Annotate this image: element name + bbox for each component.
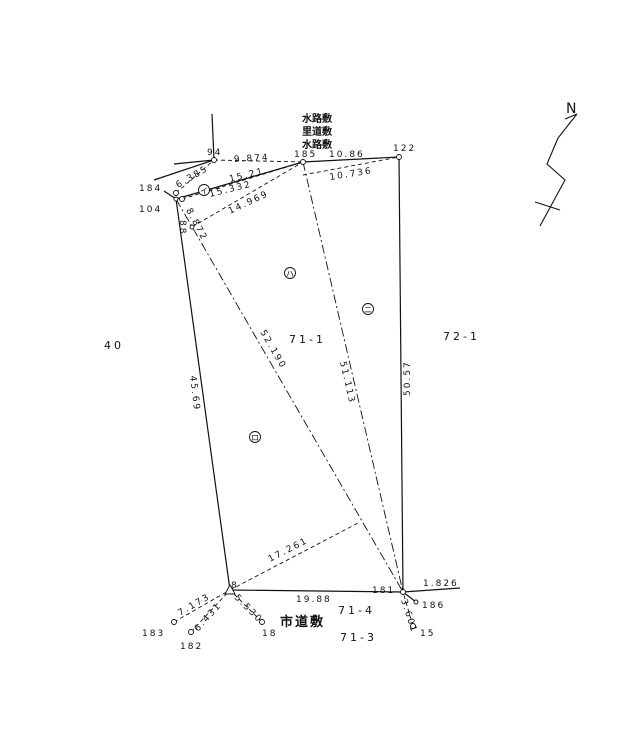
zone-label-ha: ハ bbox=[286, 270, 294, 279]
label-point-104: 104 bbox=[139, 205, 162, 215]
dist-5530: 5.530 bbox=[232, 593, 264, 625]
label-point-94: 94 bbox=[207, 148, 222, 158]
parcel-south-far-label: 71-3 bbox=[340, 631, 377, 644]
diagonal-51113 bbox=[302, 161, 404, 593]
label-point-181: 181 bbox=[372, 586, 395, 596]
line-14969 bbox=[191, 161, 304, 228]
label-point-182: 182 bbox=[180, 642, 203, 652]
dist-52190: 52.190 bbox=[257, 329, 287, 372]
dist-5057: 50.57 bbox=[403, 360, 413, 396]
dist-1826: 1.826 bbox=[423, 579, 459, 589]
line-3601 bbox=[402, 591, 414, 627]
dist-17261: 17.261 bbox=[267, 536, 310, 565]
line-185-122-dash bbox=[302, 156, 400, 176]
zone-label-i: イ bbox=[200, 187, 208, 196]
point-184 bbox=[173, 190, 179, 196]
dist-51113: 51.113 bbox=[337, 360, 357, 405]
line-94-185 bbox=[213, 159, 304, 163]
dist-4569: 45.69 bbox=[187, 375, 201, 412]
note-waterway-2: 水路敷 bbox=[301, 138, 333, 151]
point-88 bbox=[173, 196, 179, 202]
note-waterway-1: 水路敷 bbox=[301, 112, 333, 125]
extension-181-east bbox=[402, 587, 461, 593]
point-182 bbox=[188, 629, 194, 635]
label-point-15: 15 bbox=[420, 629, 435, 639]
zone-marker-ha: ハ bbox=[284, 267, 296, 279]
zone-marker-ro: ロ bbox=[249, 431, 261, 443]
north-arrow-icon: N bbox=[534, 101, 578, 227]
point-8-triangle bbox=[224, 584, 236, 595]
label-point-184: 184 bbox=[139, 184, 162, 194]
label-point-185: 185 bbox=[294, 150, 317, 160]
dist-1988: 19.88 bbox=[296, 595, 332, 605]
point-94 bbox=[211, 157, 217, 163]
label-point-88: 88 bbox=[177, 220, 187, 235]
waterway-edge-2 bbox=[173, 159, 215, 165]
line-6431 bbox=[190, 589, 231, 633]
parcel-east-label: 72-1 bbox=[443, 330, 480, 343]
point-18 bbox=[259, 619, 265, 625]
point-183 bbox=[171, 619, 177, 625]
note-city-road: 市道敷 bbox=[280, 614, 325, 630]
label-point-18: 18 bbox=[262, 629, 277, 639]
label-point-122: 122 bbox=[393, 144, 416, 154]
diagonal-52190 bbox=[175, 198, 404, 593]
point-15 bbox=[410, 623, 416, 629]
label-point-8: 8 bbox=[231, 581, 239, 591]
line-7173 bbox=[173, 589, 231, 623]
point-181 bbox=[400, 589, 406, 595]
line-184-94 bbox=[175, 159, 215, 194]
zone-marker-ni: ニ bbox=[362, 303, 374, 315]
north-label: N bbox=[566, 101, 576, 117]
point-104 bbox=[179, 196, 185, 202]
label-point-186: 186 bbox=[422, 601, 445, 611]
zone-label-ni: ニ bbox=[364, 306, 372, 315]
point-186 bbox=[413, 599, 419, 605]
boundary-north-west bbox=[175, 161, 304, 200]
zone-label-ro: ロ bbox=[251, 434, 259, 443]
line-17261 bbox=[229, 521, 361, 591]
parcel-south-near-label: 71-4 bbox=[338, 604, 375, 617]
point-185 bbox=[300, 159, 306, 165]
line-5530 bbox=[229, 589, 263, 623]
parcel-west-label: 40 bbox=[104, 339, 124, 352]
label-point-183: 183 bbox=[142, 629, 165, 639]
zone-marker-i: イ bbox=[198, 184, 210, 196]
point-872 bbox=[189, 224, 195, 230]
boundary-north bbox=[302, 156, 400, 163]
boundary-east bbox=[398, 156, 404, 593]
parcel-main-label: 71-1 bbox=[289, 333, 326, 346]
point-122 bbox=[396, 154, 402, 160]
note-village-road: 里道敷 bbox=[302, 125, 333, 138]
dist-9874: 9.874 bbox=[234, 153, 270, 165]
dist-10736: 10.736 bbox=[329, 166, 374, 183]
dist-1086: 10.86 bbox=[329, 150, 365, 160]
